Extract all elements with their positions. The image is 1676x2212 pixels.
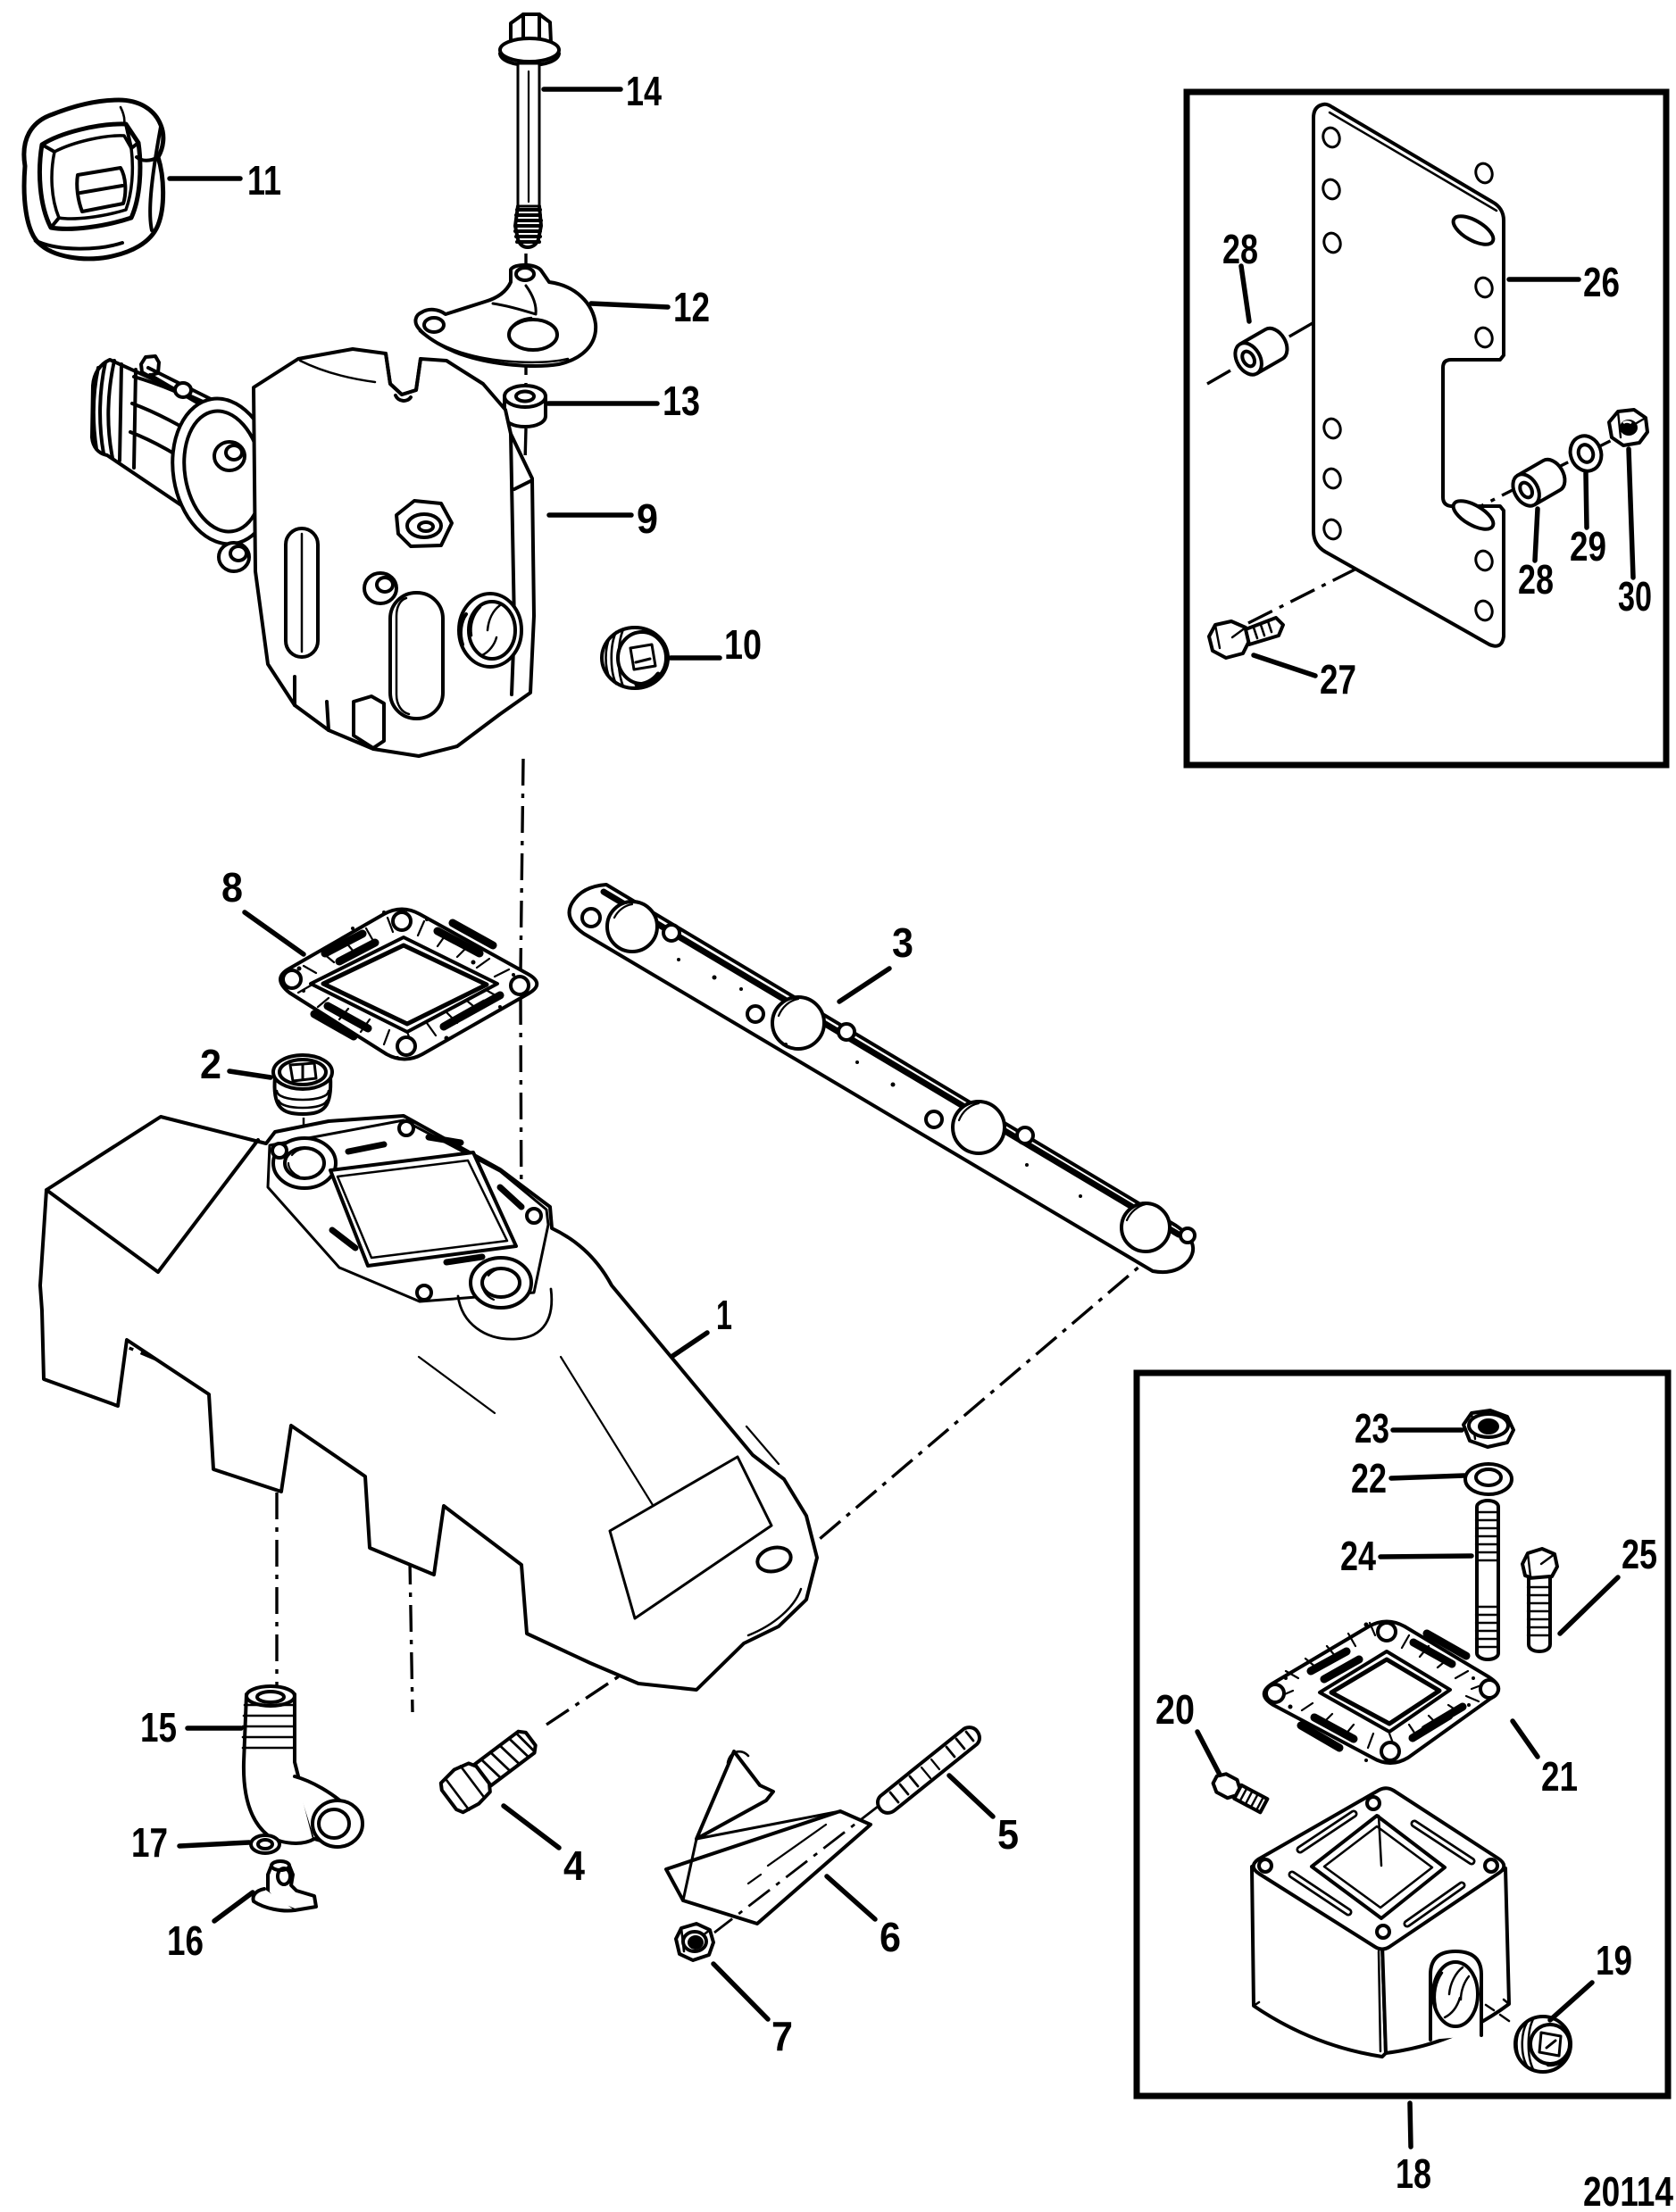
svg-text:13: 13 — [663, 378, 700, 424]
svg-text:28: 28 — [1222, 226, 1258, 272]
svg-text:14: 14 — [626, 68, 662, 114]
svg-text:21: 21 — [1541, 1753, 1578, 1800]
svg-text:1: 1 — [716, 1292, 732, 1338]
svg-text:2: 2 — [200, 1041, 221, 1087]
svg-text:4: 4 — [563, 1842, 585, 1889]
svg-text:24: 24 — [1340, 1533, 1376, 1579]
svg-text:9: 9 — [637, 495, 658, 542]
svg-text:17: 17 — [131, 1819, 168, 1866]
svg-text:26: 26 — [1583, 259, 1620, 305]
svg-text:8: 8 — [221, 864, 243, 911]
svg-text:10: 10 — [724, 621, 762, 668]
svg-text:23: 23 — [1355, 1405, 1389, 1451]
svg-text:20: 20 — [1155, 1686, 1195, 1733]
svg-text:12: 12 — [673, 284, 710, 330]
svg-text:25: 25 — [1622, 1531, 1657, 1577]
svg-text:16: 16 — [167, 1917, 204, 1964]
svg-text:18: 18 — [1396, 2150, 1431, 2197]
svg-text:30: 30 — [1618, 573, 1652, 620]
svg-text:20114: 20114 — [1583, 2168, 1673, 2212]
svg-text:29: 29 — [1570, 523, 1606, 570]
svg-text:19: 19 — [1596, 1937, 1632, 1983]
svg-text:5: 5 — [997, 1811, 1019, 1858]
svg-text:28: 28 — [1518, 556, 1554, 603]
svg-text:6: 6 — [880, 1914, 901, 1960]
svg-text:7: 7 — [771, 2013, 793, 2059]
svg-text:22: 22 — [1351, 1455, 1387, 1501]
svg-text:11: 11 — [247, 157, 281, 204]
svg-text:15: 15 — [140, 1704, 177, 1750]
svg-text:3: 3 — [892, 919, 913, 966]
svg-text:27: 27 — [1320, 656, 1356, 703]
